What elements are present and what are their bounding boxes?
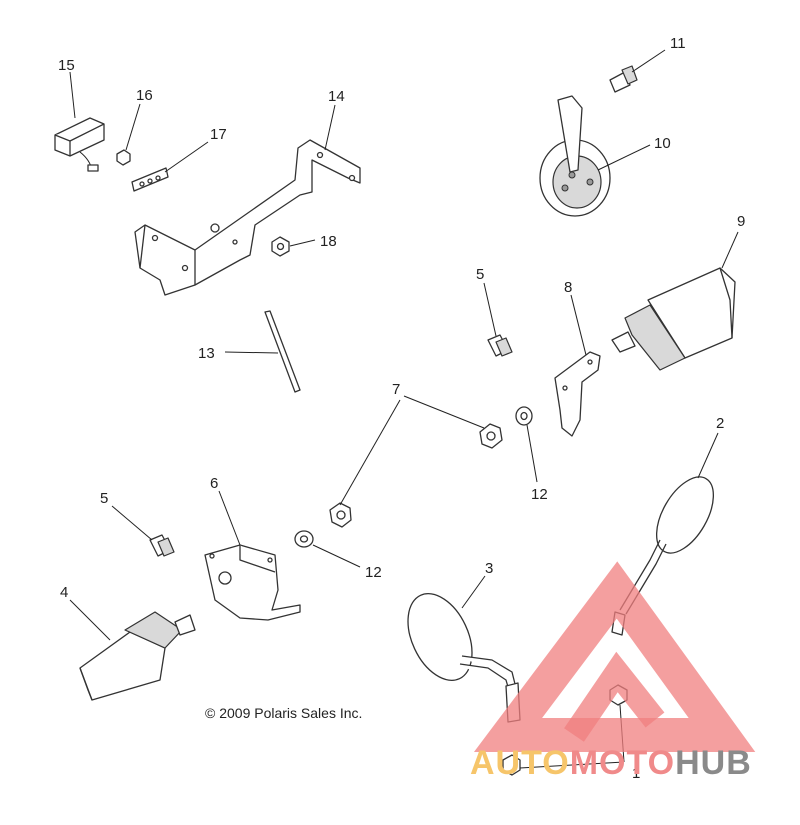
mirror-part-3 [407, 593, 521, 723]
bracket-part-8 [554, 351, 601, 437]
nut-part-7-upper [479, 423, 503, 449]
callout-17: 17 [210, 126, 227, 143]
callout-7: 7 [392, 381, 400, 398]
callout-5-upper: 5 [476, 266, 484, 283]
callout-18: 18 [320, 233, 337, 250]
watermark-auto: AUTO [470, 744, 570, 782]
callout-11: 11 [670, 35, 686, 52]
callout-13: 13 [198, 345, 215, 362]
watermark-text: AUTOMOTOHUB [470, 744, 752, 782]
callout-15: 15 [58, 57, 75, 74]
turn-signal-part-4 [79, 611, 196, 701]
callout-5-lower: 5 [100, 490, 108, 507]
callout-3: 3 [485, 560, 493, 577]
turn-signal-part-9 [611, 267, 736, 371]
callout-16: 16 [136, 87, 153, 104]
bolt-part-11 [609, 65, 638, 93]
callout-4: 4 [60, 584, 68, 601]
bracket-part-14 [134, 139, 361, 296]
bolt-part-5-upper [487, 334, 513, 357]
callout-2: 2 [716, 415, 724, 432]
callout-9: 9 [737, 213, 745, 230]
callout-14: 14 [328, 88, 345, 105]
callout-8: 8 [564, 279, 572, 296]
callout-1: 1 [632, 765, 640, 782]
bracket-part-6 [204, 544, 301, 621]
washer-part-12-upper [515, 406, 533, 426]
callout-6: 6 [210, 475, 218, 492]
nut-part-16 [116, 149, 131, 166]
copyright-text: © 2009 Polaris Sales Inc. [205, 705, 362, 721]
callout-12-upper: 12 [531, 486, 548, 503]
connector-part-15 [54, 117, 105, 172]
bolt-part-5-lower [149, 534, 175, 557]
horn-part-10 [539, 95, 611, 217]
washer-part-12-lower [294, 530, 314, 548]
watermark-logo [473, 561, 756, 752]
callout-10: 10 [654, 135, 671, 152]
leader-lines [69, 49, 739, 769]
nut-part-18 [271, 236, 290, 257]
callout-numbers: 1 2 3 4 5 5 6 7 8 9 10 11 12 12 13 14 15… [58, 35, 745, 782]
plate-part-17 [131, 167, 169, 192]
watermark-moto: MOTO [570, 744, 675, 782]
rod-part-13 [264, 310, 301, 393]
nut-part-7-lower [329, 502, 352, 528]
watermark-hub: HUB [675, 744, 752, 782]
callout-12-lower: 12 [365, 564, 382, 581]
